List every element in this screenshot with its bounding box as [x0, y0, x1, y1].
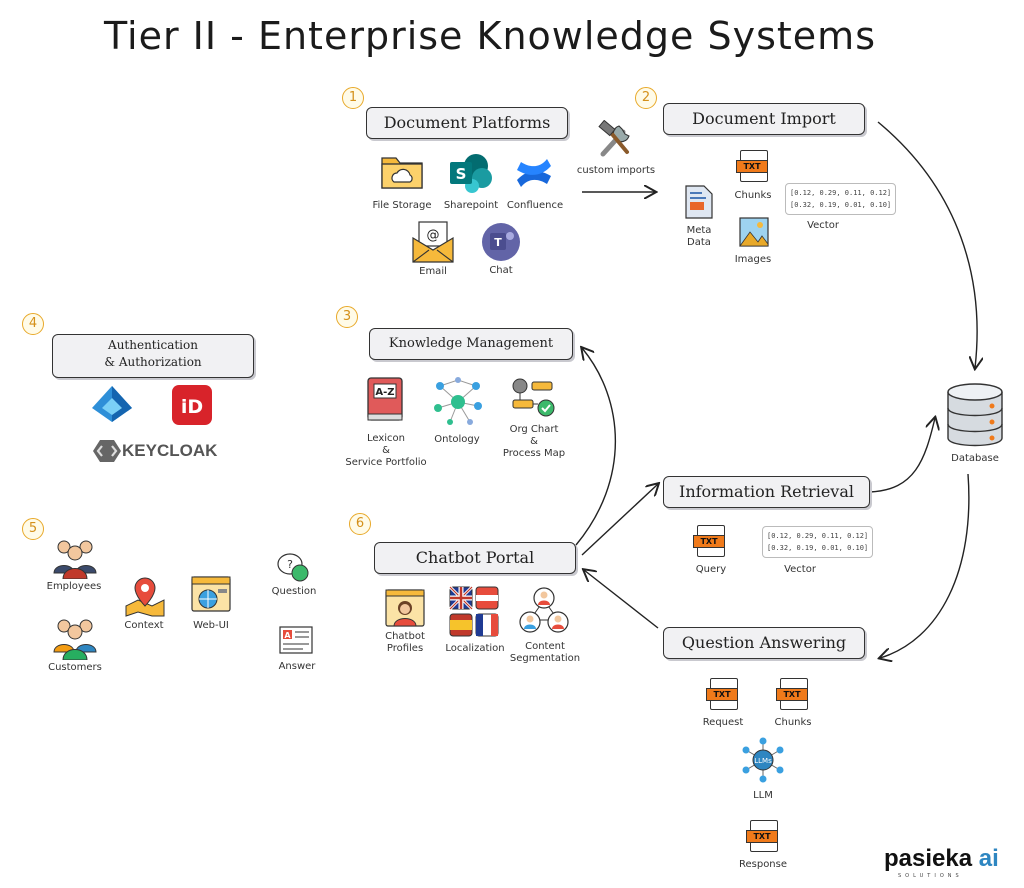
document-import-box: Document Import [663, 103, 865, 135]
query-label: Query [695, 564, 727, 575]
arrow-chatbot-to-knowledge [575, 348, 617, 546]
brand-logo: pasieka ai [884, 846, 999, 872]
web-ui-label: Web-UI [193, 620, 229, 631]
svg-text:LLMs: LLMs [754, 757, 772, 765]
process-map-label: Org Chart & Process Map [502, 424, 566, 459]
number-badge-3: 3 [336, 306, 358, 328]
response-txt-icon: TXT [746, 820, 778, 852]
chunks-txt-icon: TXT [736, 150, 768, 182]
employees-icon [53, 540, 97, 579]
answer-doc-icon: A [279, 626, 313, 654]
keycloak-label: KEYCLOAK [122, 441, 218, 460]
database-label: Database [951, 453, 999, 464]
arrow-qa-to-chatbot [584, 570, 659, 629]
page-title: Tier II - Enterprise Knowledge Systems [104, 14, 876, 58]
import-vector-label: Vector [807, 220, 839, 231]
number-badge-6: 6 [349, 513, 371, 535]
retrieval-vector-box: [0.12, 0.29, 0.11, 0.12] [0.32, 0.19, 0.… [762, 526, 874, 558]
svg-text:A-Z: A-Z [375, 387, 394, 398]
lexicon-label: Lexicon & Service Portfolio [345, 433, 427, 468]
arrow-retrieval-to-db [869, 418, 935, 493]
svg-text:A: A [284, 631, 291, 640]
number-badge-4: 4 [22, 313, 44, 335]
svg-text:iD: iD [181, 396, 203, 418]
metadata-doc-icon [685, 185, 713, 219]
qa-chunks-label: Chunks [774, 717, 812, 728]
knowledge-management-box: Knowledge Management [369, 328, 573, 360]
localization-label: Localization [445, 643, 505, 654]
email-icon: @ [412, 221, 454, 263]
question-answering-box: Question Answering [663, 627, 865, 659]
web-ui-icon [191, 576, 231, 612]
process-map-icon [512, 378, 555, 417]
sharepoint-label: Sharepoint [443, 200, 499, 211]
information-retrieval-box: Information Retrieval [663, 476, 870, 508]
employees-label: Employees [46, 581, 102, 592]
ontology-network-icon [434, 377, 482, 425]
email-label: Email [419, 266, 447, 277]
database-icon [947, 383, 1003, 447]
content-segmentation-icon [519, 587, 569, 633]
svg-text:?: ? [287, 558, 293, 571]
file-storage-label: File Storage [372, 200, 432, 211]
arrow-db-to-qa [880, 473, 970, 658]
qa-chunks-txt-icon: TXT [776, 678, 808, 710]
llm-label: LLM [753, 790, 773, 801]
answer-label: Answer [278, 661, 316, 672]
tools-icon [598, 120, 630, 157]
context-map-pin-icon [125, 577, 165, 617]
number-badge-5: 5 [22, 518, 44, 540]
chatbot-profiles-label: Chatbot Profiles [385, 631, 425, 654]
chatbot-profile-icon [385, 589, 425, 627]
sharepoint-icon: S [450, 154, 492, 193]
number-badge-2: 2 [635, 87, 657, 109]
custom-imports-label: custom imports [576, 165, 656, 176]
question-bubble-icon: ? [277, 553, 309, 582]
keycloak-icon [93, 440, 121, 462]
ontology-label: Ontology [434, 434, 480, 445]
id-provider-icon: iD [172, 385, 212, 425]
azure-ad-icon [92, 386, 132, 422]
svg-text:S: S [456, 165, 467, 183]
svg-text:T: T [494, 236, 502, 249]
brand-name: pasieka [884, 845, 973, 872]
folder-cloud-icon [381, 157, 423, 189]
localization-flags-icon [449, 586, 499, 637]
content-segmentation-label: Content Segmentation [509, 641, 581, 664]
confluence-icon [517, 159, 551, 187]
confluence-label: Confluence [506, 200, 564, 211]
arrow-import-to-db [877, 121, 977, 368]
images-icon [739, 217, 769, 247]
brand-suffix: ai [978, 845, 999, 872]
request-label: Request [702, 717, 744, 728]
metadata-label: Meta Data [686, 225, 712, 248]
number-badge-1: 1 [342, 87, 364, 109]
llm-network-icon: LLMs [742, 737, 784, 783]
chat-teams-icon: T [482, 223, 520, 261]
lexicon-book-icon: A-Z [367, 377, 403, 421]
arrow-chatbot-to-retrieval [581, 484, 658, 556]
customers-icon [53, 619, 97, 660]
chatbot-portal-box: Chatbot Portal [374, 542, 576, 574]
brand-tagline: SOLUTIONS [898, 873, 963, 879]
document-platforms-box: Document Platforms [366, 107, 568, 139]
request-txt-icon: TXT [706, 678, 738, 710]
import-vector-box: [0.12, 0.29, 0.11, 0.12] [0.32, 0.19, 0.… [785, 183, 897, 215]
authentication-box: Authentication & Authorization [52, 334, 254, 378]
retrieval-vector-label: Vector [784, 564, 816, 575]
svg-text:@: @ [427, 228, 440, 243]
question-label: Question [271, 586, 317, 597]
chat-label: Chat [489, 265, 513, 276]
chunks-label: Chunks [734, 190, 772, 201]
context-label: Context [124, 620, 164, 631]
customers-label: Customers [48, 662, 102, 673]
query-txt-icon: TXT [693, 525, 725, 557]
images-label: Images [734, 254, 772, 265]
response-label: Response [738, 859, 788, 870]
